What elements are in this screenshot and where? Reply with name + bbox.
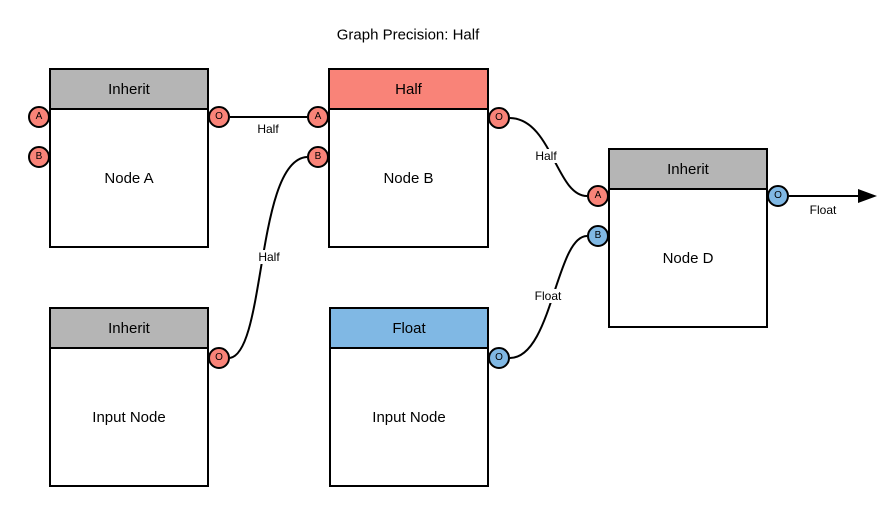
port-node-b-input-a[interactable]: A — [307, 106, 329, 128]
node-a[interactable]: Inherit Node A — [49, 68, 209, 248]
output-arrowhead-icon — [858, 189, 877, 203]
port-node-d-input-a[interactable]: A — [587, 185, 609, 207]
port-input-node-left-output-o[interactable]: O — [208, 347, 230, 369]
port-node-d-output-o[interactable]: O — [767, 185, 789, 207]
node-d-header: Inherit — [610, 150, 766, 190]
port-node-d-input-b[interactable]: B — [587, 225, 609, 247]
edge-label-input-to-d: Float — [531, 289, 565, 303]
port-node-b-input-b[interactable]: B — [307, 146, 329, 168]
edge-label-input-to-b: Half — [255, 250, 283, 264]
node-b[interactable]: Half Node B — [328, 68, 489, 248]
port-node-a-input-b[interactable]: B — [28, 146, 50, 168]
edge-label-b-to-d: Half — [532, 149, 560, 163]
input-node-middle-header: Float — [331, 309, 487, 349]
input-node-middle[interactable]: Float Input Node — [329, 307, 489, 487]
edge-label-a-to-b: Half — [254, 122, 282, 136]
input-node-middle-label: Input Node — [372, 408, 446, 426]
input-node-left-header: Inherit — [51, 309, 207, 349]
node-a-header: Inherit — [51, 70, 207, 110]
input-node-left[interactable]: Inherit Input Node — [49, 307, 209, 487]
input-node-left-label: Input Node — [92, 408, 166, 426]
node-b-label: Node B — [383, 169, 434, 187]
port-node-a-output-o[interactable]: O — [208, 106, 230, 128]
port-input-node-middle-output-o[interactable]: O — [488, 347, 510, 369]
port-node-b-output-o[interactable]: O — [488, 107, 510, 129]
graph-title: Graph Precision: Half — [336, 26, 480, 44]
port-node-a-input-a[interactable]: A — [28, 106, 50, 128]
node-d-label: Node D — [662, 249, 714, 267]
node-a-label: Node A — [104, 169, 154, 187]
edge-label-graph-output: Float — [806, 203, 840, 217]
node-d[interactable]: Inherit Node D — [608, 148, 768, 328]
node-b-header: Half — [330, 70, 487, 110]
